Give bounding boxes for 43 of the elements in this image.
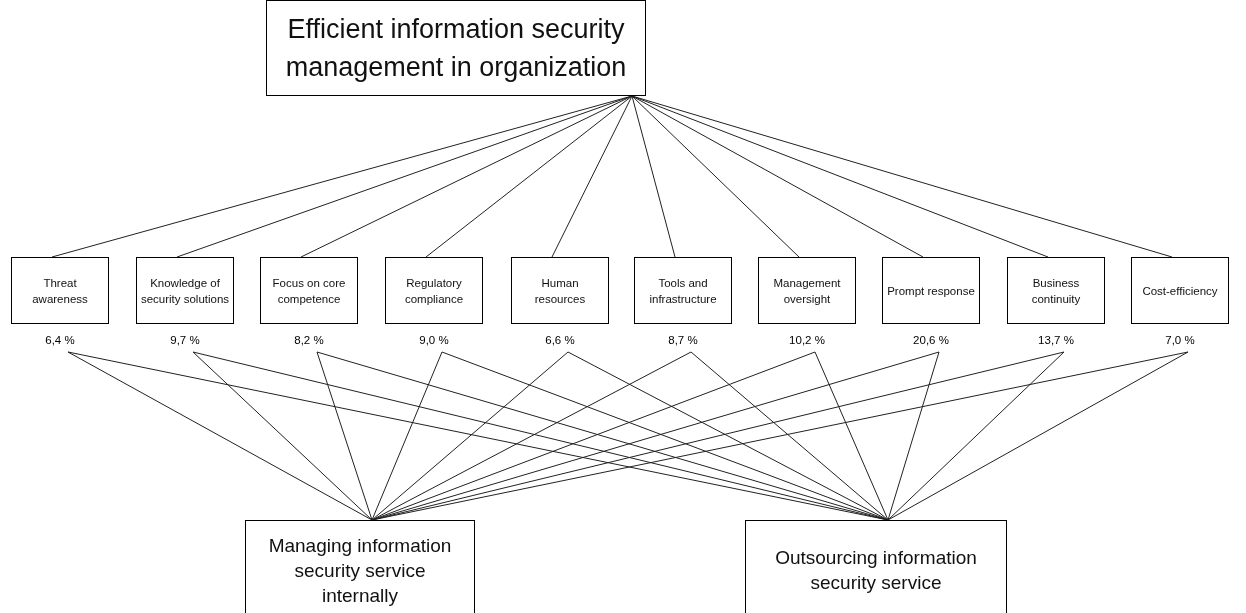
connector-line: [441, 351, 889, 521]
weight-percentage: 13,7 %: [1037, 334, 1075, 346]
criterion-box: Human resources: [511, 257, 609, 324]
weight-percentage: 10,2 %: [788, 334, 826, 346]
alternative-box: Managing information security service internally: [245, 520, 475, 613]
connector-line: [371, 351, 816, 521]
connector-line: [192, 351, 373, 521]
connector-line: [371, 351, 443, 521]
criterion-box: Tools and infrastructure: [634, 257, 732, 324]
criterion-box: Threat awareness: [11, 257, 109, 324]
weight-percentage: 7,0 %: [1164, 334, 1196, 346]
connector-line: [425, 95, 633, 258]
criterion-box: Prompt response: [882, 257, 980, 324]
criterion-box: Management oversight: [758, 257, 856, 324]
criterion-box: Cost-efficiency: [1131, 257, 1229, 324]
weight-percentage: 8,2 %: [293, 334, 325, 346]
criterion-box: Business continuity: [1007, 257, 1105, 324]
weight-percentage: 20,6 %: [912, 334, 950, 346]
goal-box: Efficient information security management in organization: [266, 0, 646, 96]
connector-line: [631, 95, 1049, 258]
weight-percentage: 9,7 %: [169, 334, 201, 346]
connector-line: [67, 351, 373, 521]
weight-percentage: 9,0 %: [418, 334, 450, 346]
connector-line: [551, 95, 633, 258]
criterion-box: Regulatory compliance: [385, 257, 483, 324]
connector-line: [631, 95, 800, 258]
connector-line: [631, 95, 924, 258]
alternative-box: Outsourcing information security service: [745, 520, 1007, 613]
connector-line: [371, 351, 569, 521]
connector-line: [316, 351, 373, 521]
weight-percentage: 8,7 %: [667, 334, 699, 346]
weight-percentage: 6,6 %: [544, 334, 576, 346]
connector-line: [887, 351, 1065, 521]
connector-line: [887, 351, 940, 521]
connector-line: [814, 351, 889, 521]
connector-line: [371, 351, 692, 521]
criterion-box: Knowledge of security solutions: [136, 257, 234, 324]
connector-line: [631, 95, 676, 258]
connector-line: [690, 351, 889, 521]
weight-percentage: 6,4 %: [44, 334, 76, 346]
connector-line: [300, 95, 633, 258]
criterion-box: Focus on core competence: [260, 257, 358, 324]
connector-line: [887, 351, 1189, 521]
